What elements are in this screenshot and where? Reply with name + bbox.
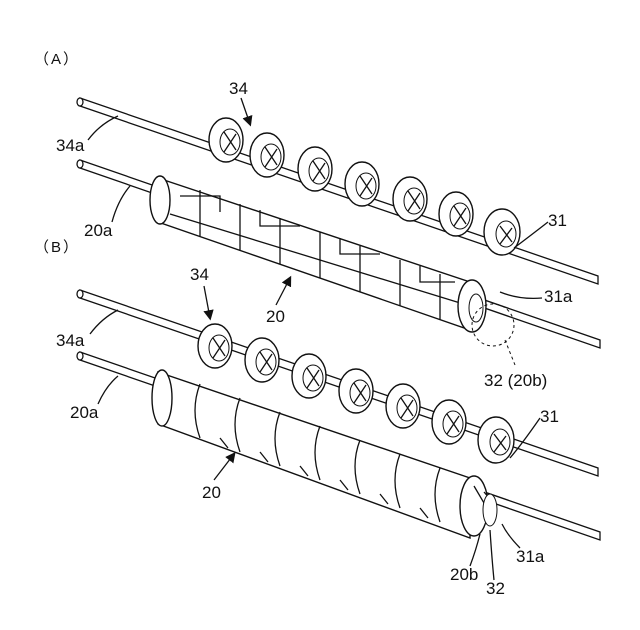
- panel-b-label-31a: 31a: [516, 547, 545, 566]
- panel-b-label-20b: 20b: [450, 565, 478, 584]
- panel-a-label-32: 32 (20b): [484, 371, 547, 390]
- pulley-b1: [198, 324, 232, 368]
- panel-a-label-31: 31: [548, 211, 567, 230]
- panel-a-label-20: 20: [266, 307, 285, 326]
- pulley-a6: [439, 192, 473, 236]
- pulley-b3: [292, 354, 326, 398]
- panel-b-label-32: 32: [486, 579, 505, 598]
- panel-a-label-34a: 34a: [56, 136, 85, 155]
- panel-b-label: （B）: [34, 239, 80, 256]
- panel-b-label-20a: 20a: [70, 403, 99, 422]
- pulley-a4: [345, 162, 379, 206]
- pulley-b4: [339, 369, 373, 413]
- pulley-b6: [432, 400, 466, 444]
- panel-b-label-20: 20: [202, 483, 221, 502]
- panel-b-label-34a: 34a: [56, 331, 85, 350]
- panel-a-label-34: 34: [229, 79, 248, 98]
- panel-a-label-20a: 20a: [84, 221, 113, 240]
- panel-a: （A）: [34, 51, 600, 390]
- pulley-b5: [386, 384, 420, 428]
- panel-b-label-31: 31: [540, 407, 559, 426]
- panel-b-roller-unit: [152, 370, 497, 538]
- pulley-b7: [478, 417, 514, 463]
- panel-b-label-34: 34: [190, 265, 209, 284]
- panel-b: （B）: [34, 239, 600, 598]
- panel-a-label: （A）: [34, 51, 80, 68]
- pulley-a2: [250, 133, 284, 177]
- pulley-b2: [245, 338, 279, 382]
- pulley-a1: [209, 118, 243, 162]
- panel-a-roller-unit: [150, 176, 486, 332]
- pulley-a5: [393, 177, 427, 221]
- pulley-a3: [298, 147, 332, 191]
- panel-a-label-31a: 31a: [544, 287, 573, 306]
